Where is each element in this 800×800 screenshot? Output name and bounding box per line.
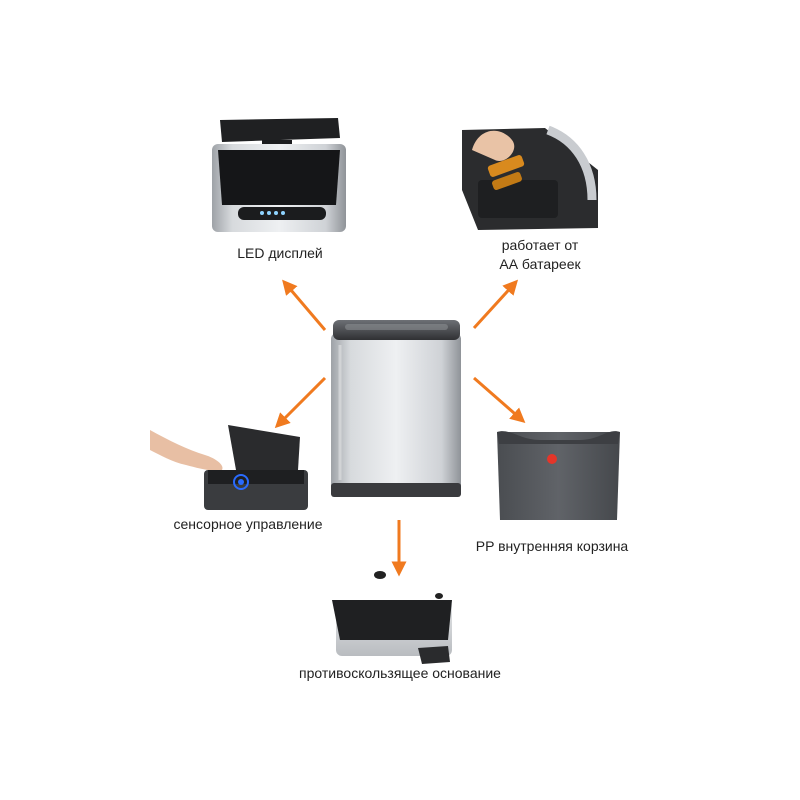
arrow-to-led bbox=[282, 279, 327, 331]
arrow-to-battery bbox=[472, 279, 519, 330]
label-battery-line1: работает от bbox=[501, 237, 579, 253]
center-trash-bin bbox=[331, 320, 461, 497]
sensor-control-photo bbox=[150, 425, 308, 510]
label-battery: работает от АА батареек bbox=[470, 236, 610, 274]
red-button-icon bbox=[547, 454, 557, 464]
arrow-to-sensor bbox=[274, 376, 327, 429]
label-inner-bucket: PP внутренняя корзина bbox=[475, 538, 629, 554]
hand bbox=[150, 430, 223, 471]
label-battery-line2: АА батареек bbox=[499, 256, 581, 272]
inner-bucket bbox=[497, 431, 620, 520]
arrow-to-inner bbox=[473, 376, 526, 423]
arrows bbox=[274, 279, 526, 577]
label-led-display: LED дисплей bbox=[237, 245, 323, 261]
anti-slip-base bbox=[332, 571, 452, 664]
label-anti-slip-base: противоскользящее основание bbox=[299, 665, 501, 681]
battery-compartment-photo bbox=[462, 125, 598, 230]
led-display-bin bbox=[212, 118, 346, 232]
label-sensor-control: сенсорное управление bbox=[173, 516, 323, 532]
sensor-icon bbox=[233, 474, 249, 490]
